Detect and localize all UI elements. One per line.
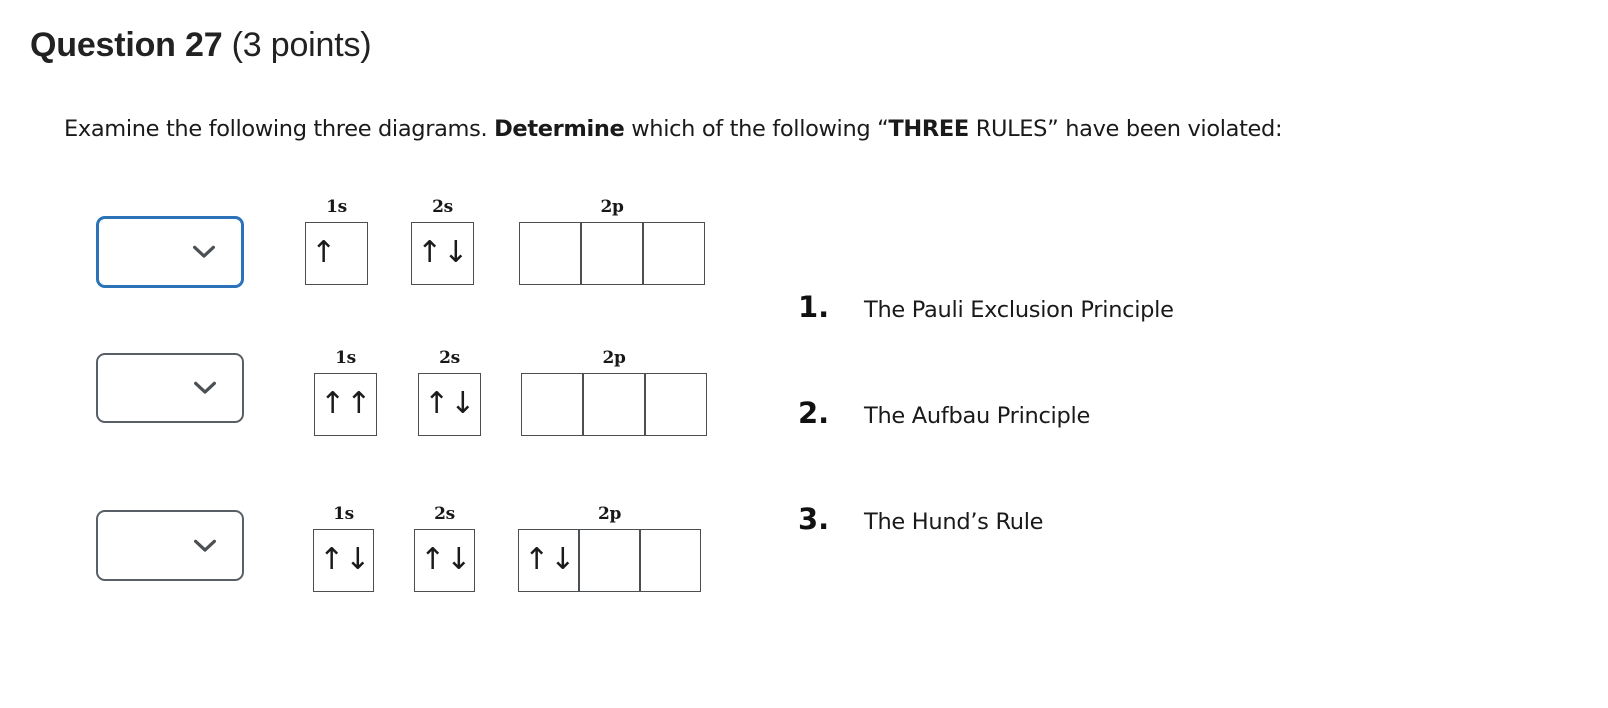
orbital-box: ↑↑ — [314, 373, 377, 436]
electron-arrows: ↑↓ — [417, 235, 470, 270]
orbital-boxes: ↑↓ — [313, 529, 374, 592]
rule-item-1: 1. The Pauli Exclusion Principle — [798, 290, 1418, 396]
orbital-box — [643, 222, 705, 285]
orbital-group-2s-row1: 2s ↑↓ — [411, 198, 474, 287]
question-points: (3 points) — [231, 26, 372, 64]
question-number: Question 27 — [30, 26, 223, 64]
orbital-label-2s: 2s — [439, 348, 460, 368]
orbital-box — [581, 222, 643, 285]
orbital-box — [645, 373, 707, 436]
rules-list: 1. The Pauli Exclusion Principle 2. The Auf… — [798, 290, 1418, 608]
orbital-box — [579, 529, 640, 592]
orbital-label-1s: 1s — [326, 197, 347, 217]
prompt-part-1: Examine the following three diagrams. — [64, 116, 495, 142]
rule-text: The Pauli Exclusion Principle — [864, 297, 1174, 323]
orbital-group-1s-row2: 1s ↑↑ — [314, 349, 377, 438]
rule-select-3[interactable] — [96, 510, 244, 581]
electron-arrows: ↑↓ — [524, 542, 577, 577]
chevron-down-icon — [194, 381, 216, 395]
electron-arrows: ↑↑ — [320, 386, 373, 421]
orbital-box — [640, 529, 701, 592]
orbital-boxes: ↑↓ — [518, 529, 701, 592]
electron-arrows: ↑↓ — [420, 542, 473, 577]
orbital-boxes — [519, 222, 705, 285]
orbital-box — [519, 222, 581, 285]
orbital-box: ↑↓ — [518, 529, 579, 592]
orbital-box: ↑↓ — [313, 529, 374, 592]
orbital-label-1s: 1s — [335, 348, 356, 368]
rule-number: 1. — [798, 290, 830, 324]
rule-text: The Hund’s Rule — [864, 509, 1044, 535]
orbital-label-2p: 2p — [597, 504, 622, 524]
orbital-boxes: ↑↑ — [314, 373, 377, 436]
page-title: Question 27 (3 points) — [30, 24, 372, 66]
electron-arrows: ↑ — [311, 235, 338, 270]
orbital-group-2p-row1: 2p — [519, 198, 705, 287]
rule-text: The Aufbau Principle — [864, 403, 1090, 429]
orbital-box: ↑↓ — [414, 529, 475, 592]
orbital-label-2s: 2s — [434, 504, 455, 524]
orbital-label-2p: 2p — [602, 348, 626, 368]
orbital-label-2p: 2p — [600, 197, 624, 217]
chevron-down-icon — [193, 245, 215, 259]
electron-arrows: ↑↓ — [424, 386, 477, 421]
question-prompt: Examine the following three diagrams. De… — [64, 114, 1283, 144]
electron-arrows: ↑↓ — [319, 542, 372, 577]
rule-item-2: 2. The Aufbau Principle — [798, 396, 1418, 502]
orbital-group-1s-row3: 1s ↑↓ — [313, 505, 374, 594]
chevron-down-icon — [194, 539, 216, 552]
prompt-part-2: which of the following “ — [624, 116, 889, 142]
orbital-boxes: ↑ — [305, 222, 368, 285]
rule-item-3: 3. The Hund’s Rule — [798, 502, 1418, 608]
prompt-bold-three: THREE — [888, 116, 969, 142]
prompt-bold-determine: Determine — [494, 116, 625, 142]
orbital-group-1s-row1: 1s ↑ — [305, 198, 368, 287]
orbital-group-2p-row3: 2p ↑↓ — [518, 505, 701, 594]
orbital-box: ↑↓ — [418, 373, 481, 436]
orbital-boxes — [521, 373, 707, 436]
orbital-label-2s: 2s — [432, 197, 453, 217]
orbital-box: ↑ — [305, 222, 368, 285]
orbital-boxes: ↑↓ — [418, 373, 481, 436]
orbital-group-2p-row2: 2p — [521, 349, 707, 438]
orbital-group-2s-row2: 2s ↑↓ — [418, 349, 481, 438]
orbital-label-1s: 1s — [333, 504, 354, 524]
orbital-group-2s-row3: 2s ↑↓ — [414, 505, 475, 594]
prompt-part-3: RULES” have been violated: — [968, 116, 1283, 142]
orbital-box: ↑↓ — [411, 222, 474, 285]
rule-select-2[interactable] — [96, 353, 244, 423]
orbital-box — [521, 373, 583, 436]
rule-number: 2. — [798, 396, 830, 430]
rule-select-1[interactable] — [96, 216, 244, 288]
orbital-boxes: ↑↓ — [414, 529, 475, 592]
rule-number: 3. — [798, 502, 830, 536]
orbital-boxes: ↑↓ — [411, 222, 474, 285]
orbital-box — [583, 373, 645, 436]
